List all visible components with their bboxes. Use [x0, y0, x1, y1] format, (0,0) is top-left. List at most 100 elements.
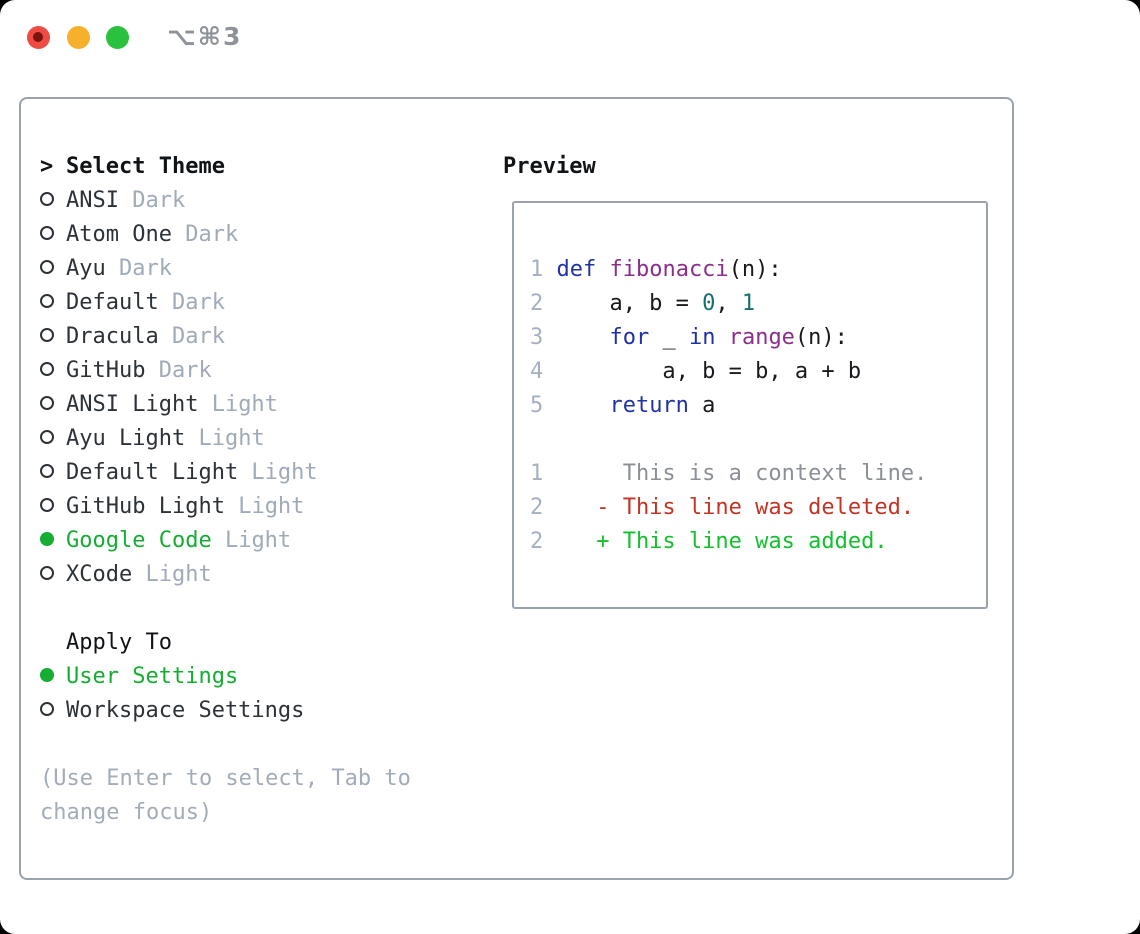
theme-option-github-light-light[interactable]: GitHub Light Light [40, 490, 490, 524]
theme-name: Atom One [66, 222, 172, 247]
code-token: This is a context line. [556, 461, 928, 486]
radio-icon [40, 362, 54, 376]
code-line: 4 a, b = b, a + b [530, 355, 986, 389]
context-line: 1 This is a context line. [530, 457, 986, 491]
code-token: 1 [741, 291, 756, 316]
radio-icon [40, 294, 54, 308]
theme-name: Google Code [66, 528, 212, 553]
theme-option-atom-one-dark[interactable]: Atom One Dark [40, 218, 490, 252]
code-token: 0 [702, 291, 716, 316]
theme-option-ansi-light-light[interactable]: ANSI Light Light [40, 388, 490, 422]
code-token [556, 393, 609, 418]
select-theme-header: > Select Theme [40, 150, 490, 184]
code-token [556, 325, 609, 350]
section-gap [40, 592, 490, 626]
code-token: (n): [728, 257, 782, 282]
radio-icon [40, 702, 54, 716]
code-token: def [556, 257, 597, 282]
theme-name: GitHub [66, 358, 146, 383]
code-token: - This line was deleted. [556, 495, 915, 520]
minimize-button[interactable] [67, 26, 90, 49]
theme-name: ANSI [66, 188, 119, 213]
code-token: a [688, 393, 716, 418]
theme-option-dracula-dark[interactable]: Dracula Dark [40, 320, 490, 354]
code-token: return [609, 393, 689, 418]
line-number: 5 [530, 393, 544, 418]
code-token: , [715, 291, 742, 316]
radio-icon [40, 566, 54, 580]
code-token: fibonacci [609, 257, 729, 282]
theme-variant: Dark [171, 222, 239, 247]
line-number: 2 [530, 495, 544, 520]
help-text-line-1: (Use Enter to select, Tab to [40, 766, 411, 791]
radio-icon [40, 396, 54, 410]
theme-variant: Light [238, 460, 318, 485]
theme-variant: Light [185, 426, 265, 451]
theme-name: Dracula [66, 324, 159, 349]
prompt-arrow-icon: > [40, 154, 54, 179]
zoom-button[interactable] [106, 26, 129, 49]
radio-icon [40, 260, 54, 274]
theme-name: ANSI Light [66, 392, 199, 417]
theme-option-default-dark[interactable]: Default Dark [40, 286, 490, 320]
selected-radio-icon [40, 532, 54, 546]
code-token: in [688, 325, 716, 350]
theme-variant: Dark [158, 290, 225, 315]
theme-variant: Light [211, 528, 292, 553]
code-line: 5 return a [530, 389, 986, 423]
theme-option-google-code-light[interactable]: Google Code Light [40, 524, 490, 558]
theme-name: Default [66, 290, 159, 315]
theme-option-ayu-light-light[interactable]: Ayu Light Light [40, 422, 490, 456]
blank-line [530, 423, 986, 457]
theme-variant: Light [132, 562, 212, 587]
theme-variant: Light [198, 392, 278, 417]
apply-option-user-settings[interactable]: User Settings [40, 660, 490, 694]
added-line: 2 + This line was added. [530, 525, 986, 559]
code-token: (n): [794, 325, 848, 350]
deleted-line: 2 - This line was deleted. [530, 491, 986, 525]
code-token: a, b = b, a + b [556, 359, 862, 384]
code-line: 3 for _ in range(n): [530, 321, 986, 355]
theme-variant: Dark [145, 358, 212, 383]
theme-option-ansi-dark[interactable]: ANSI Dark [40, 184, 490, 218]
theme-name: XCode [66, 562, 133, 587]
theme-option-github-dark[interactable]: GitHub Dark [40, 354, 490, 388]
theme-variant: Dark [118, 188, 186, 213]
theme-name: Ayu [66, 256, 106, 281]
theme-name: Default Light [66, 460, 239, 485]
radio-icon [40, 226, 54, 240]
radio-icon [40, 498, 54, 512]
selected-radio-icon [40, 668, 54, 682]
code-token [596, 257, 609, 282]
theme-option-default-light-light[interactable]: Default Light Light [40, 456, 490, 490]
code-token: + This line was added. [556, 529, 888, 554]
line-number: 1 [530, 257, 544, 282]
theme-name: Ayu Light [66, 426, 186, 451]
line-number: 2 [530, 529, 544, 554]
line-number: 1 [530, 461, 544, 486]
radio-icon [40, 464, 54, 478]
help-text-line-2: change focus) [40, 800, 213, 825]
code-token: a, b = [556, 291, 703, 316]
line-number: 3 [530, 325, 544, 350]
preview-title: Preview [503, 154, 596, 179]
apply-to-title: Apply To [66, 630, 172, 655]
code-line: 1 def fibonacci(n): [530, 253, 986, 287]
theme-variant: Light [224, 494, 305, 519]
code-line: 2 a, b = 0, 1 [530, 287, 986, 321]
theme-variant: Dark [105, 256, 172, 281]
line-number: 4 [530, 359, 544, 384]
select-theme-title: Select Theme [66, 154, 225, 179]
theme-option-ayu-dark[interactable]: Ayu Dark [40, 252, 490, 286]
section-gap [40, 728, 490, 762]
theme-option-xcode-light[interactable]: XCode Light [40, 558, 490, 592]
apply-option-workspace-settings[interactable]: Workspace Settings [40, 694, 490, 728]
theme-variant: Dark [158, 324, 225, 349]
radio-icon [40, 192, 54, 206]
apply-option-label: User Settings [66, 664, 239, 689]
close-button[interactable] [27, 26, 50, 49]
